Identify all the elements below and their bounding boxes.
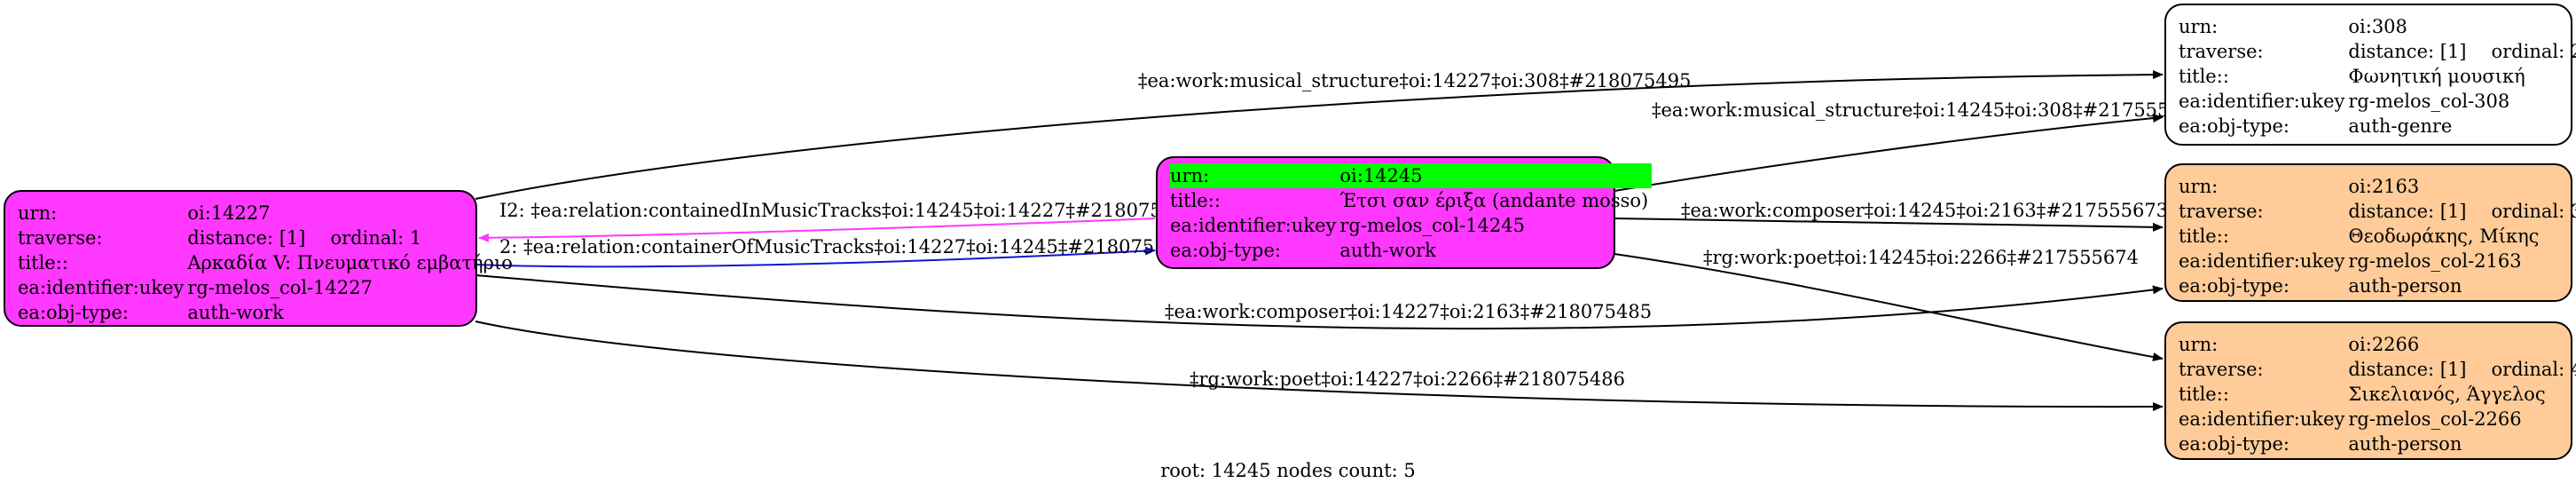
obj-type-label: ea:obj-type: [2179,275,2289,297]
ordinal-value: ordinal: 4 [2491,359,2576,380]
node-308[interactable]: urn: oi:308 traverse: distance: [1] ordinal… [2164,4,2576,146]
title-value: Σικελιανός, Άγγελος [2348,384,2546,405]
urn-label: urn: [18,202,58,224]
traverse-label: traverse: [2179,41,2264,62]
distance-value: distance: [1] [2348,201,2467,222]
graph-footer: root: 14245 nodes count: 5 [1160,460,1416,481]
edge-label-14245-308: ‡ea:work:musical_structure‡oi:14245‡oi:3… [1652,99,2204,121]
edge-14227-2163 [475,274,2164,330]
edge-label-14245-2163: ‡ea:work:composer‡oi:14245‡oi:2163‡#2175… [1681,200,2168,221]
ukey-label: ea:identifier:ukey [2179,91,2345,112]
ukey-label: ea:identifier:ukey [2179,250,2345,272]
ordinal-value: ordinal: 2 [2491,41,2576,62]
node-2163[interactable]: urn: oi:2163 traverse: distance: [1] ordina… [2164,163,2576,302]
traverse-label: traverse: [2179,201,2264,222]
traverse-label: traverse: [2179,359,2264,380]
edge-14245-2163 [1614,218,2164,232]
urn-label: urn: [2179,176,2219,197]
distance-value: distance: [1] [2348,41,2467,62]
urn-value: oi:308 [2348,16,2407,37]
ordinal-value: ordinal: 3 [2491,201,2576,222]
title-value: Θεοδωράκης, Μίκης [2348,226,2540,247]
title-label: title:: [18,252,68,273]
edge-14245-308 [1614,114,2164,192]
obj-type-value: auth-work [1339,240,1436,261]
urn-label: urn: [1170,163,1340,188]
title-label: title:: [2179,226,2229,247]
edge-label-14245-14227: I2: ‡ea:relation:containedInMusicTracks‡… [499,200,1198,221]
edge-14227-308 [475,70,2164,200]
ukey-value: rg-melos_col-308 [2348,91,2510,112]
obj-type-label: ea:obj-type: [2179,433,2289,455]
urn-value: oi:14245 [1339,163,1653,188]
urn-label: urn: [2179,16,2219,37]
edge-label-14227-2266: ‡rg:work:poet‡oi:14227‡oi:2266‡#21807548… [1190,368,1625,390]
ordinal-value: ordinal: 1 [330,227,422,249]
edge-label-14227-2163: ‡ea:work:composer‡oi:14227‡oi:2163‡#2180… [1165,301,1652,322]
distance-value: distance: [1] [187,227,306,249]
urn-label: urn: [2179,334,2219,355]
edge-14245-14227 [478,218,1156,242]
title-label: title:: [2179,384,2229,405]
node-14245[interactable]: urn:oi:14245 title::Έτσι σαν έριξα (anda… [1156,156,1653,269]
traverse-label: traverse: [18,227,103,249]
edge-label-14227-14245: 2: ‡ea:relation:containerOfMusicTracks‡o… [499,236,1190,257]
edge-label-14227-308: ‡ea:work:musical_structure‡oi:14227‡oi:3… [1138,70,1691,91]
ukey-label: ea:identifier:ukey [2179,408,2345,430]
title-value: Έτσι σαν έριξα (andante mosso) [1339,190,1649,211]
title-value: Αρκαδία V: Πνευματικό εμβατήριο [187,252,513,273]
node-2266[interactable]: urn: oi:2266 traverse: distance: [1] ordina… [2164,321,2576,460]
ukey-label: ea:identifier:ukey [18,277,185,298]
node-14227[interactable]: urn: oi:14227 traverse: distance: [1] ordin… [4,190,513,327]
edge-14227-14245 [475,246,1156,268]
edge-label-14245-2266: ‡rg:work:poet‡oi:14245‡oi:2266‡#21755567… [1703,247,2139,268]
obj-type-label: ea:obj-type: [18,302,129,323]
obj-type-label: ea:obj-type: [1170,240,1281,261]
edge-14245-2266 [1614,253,2164,361]
title-value: Φωνητική μουσική [2348,66,2525,87]
ukey-value: rg-melos_col-14245 [1339,215,1525,236]
ukey-value: rg-melos_col-14227 [187,277,373,298]
obj-type-value: auth-person [2348,275,2462,297]
title-label: title:: [1170,190,1221,211]
urn-value: oi:14227 [187,202,271,224]
distance-value: distance: [1] [2348,359,2467,380]
obj-type-label: ea:obj-type: [2179,115,2289,137]
ukey-value: rg-melos_col-2266 [2348,408,2522,430]
ukey-label: ea:identifier:ukey [1170,215,1337,236]
ukey-value: rg-melos_col-2163 [2348,250,2522,272]
obj-type-value: auth-genre [2348,115,2453,137]
title-label: title:: [2179,66,2229,87]
edge-14227-2266 [475,321,2164,412]
obj-type-value: auth-person [2348,433,2462,455]
obj-type-value: auth-work [187,302,284,323]
urn-value: oi:2163 [2348,176,2420,197]
urn-value: oi:2266 [2348,334,2420,355]
